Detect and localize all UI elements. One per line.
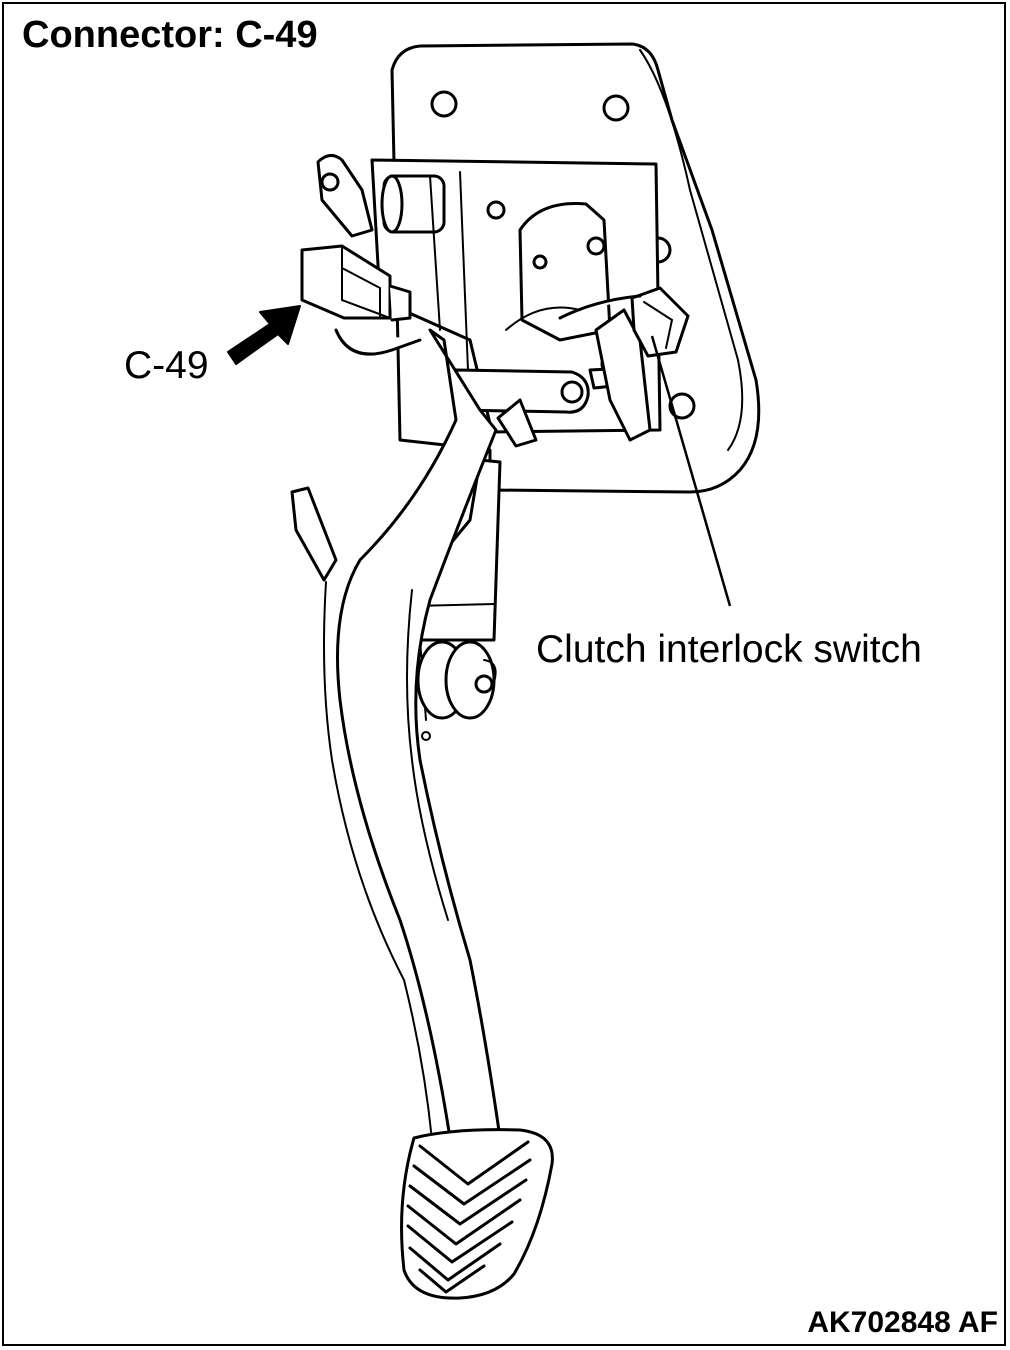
pushrod-linkage bbox=[454, 308, 652, 448]
connector-c49 bbox=[300, 244, 422, 356]
pedal-pad bbox=[400, 1128, 554, 1300]
switch-label: Clutch interlock switch bbox=[536, 628, 922, 671]
return-spring bbox=[412, 458, 502, 721]
arrow-icon bbox=[227, 305, 301, 365]
figure-code: AK702848 AF bbox=[807, 1306, 998, 1339]
switch-leader-line bbox=[650, 335, 732, 607]
interlock-switch bbox=[505, 286, 690, 358]
pedal-arm bbox=[290, 328, 502, 1141]
diagram-title: Connector: C-49 bbox=[22, 14, 318, 56]
connector-label: C-49 bbox=[124, 344, 209, 387]
